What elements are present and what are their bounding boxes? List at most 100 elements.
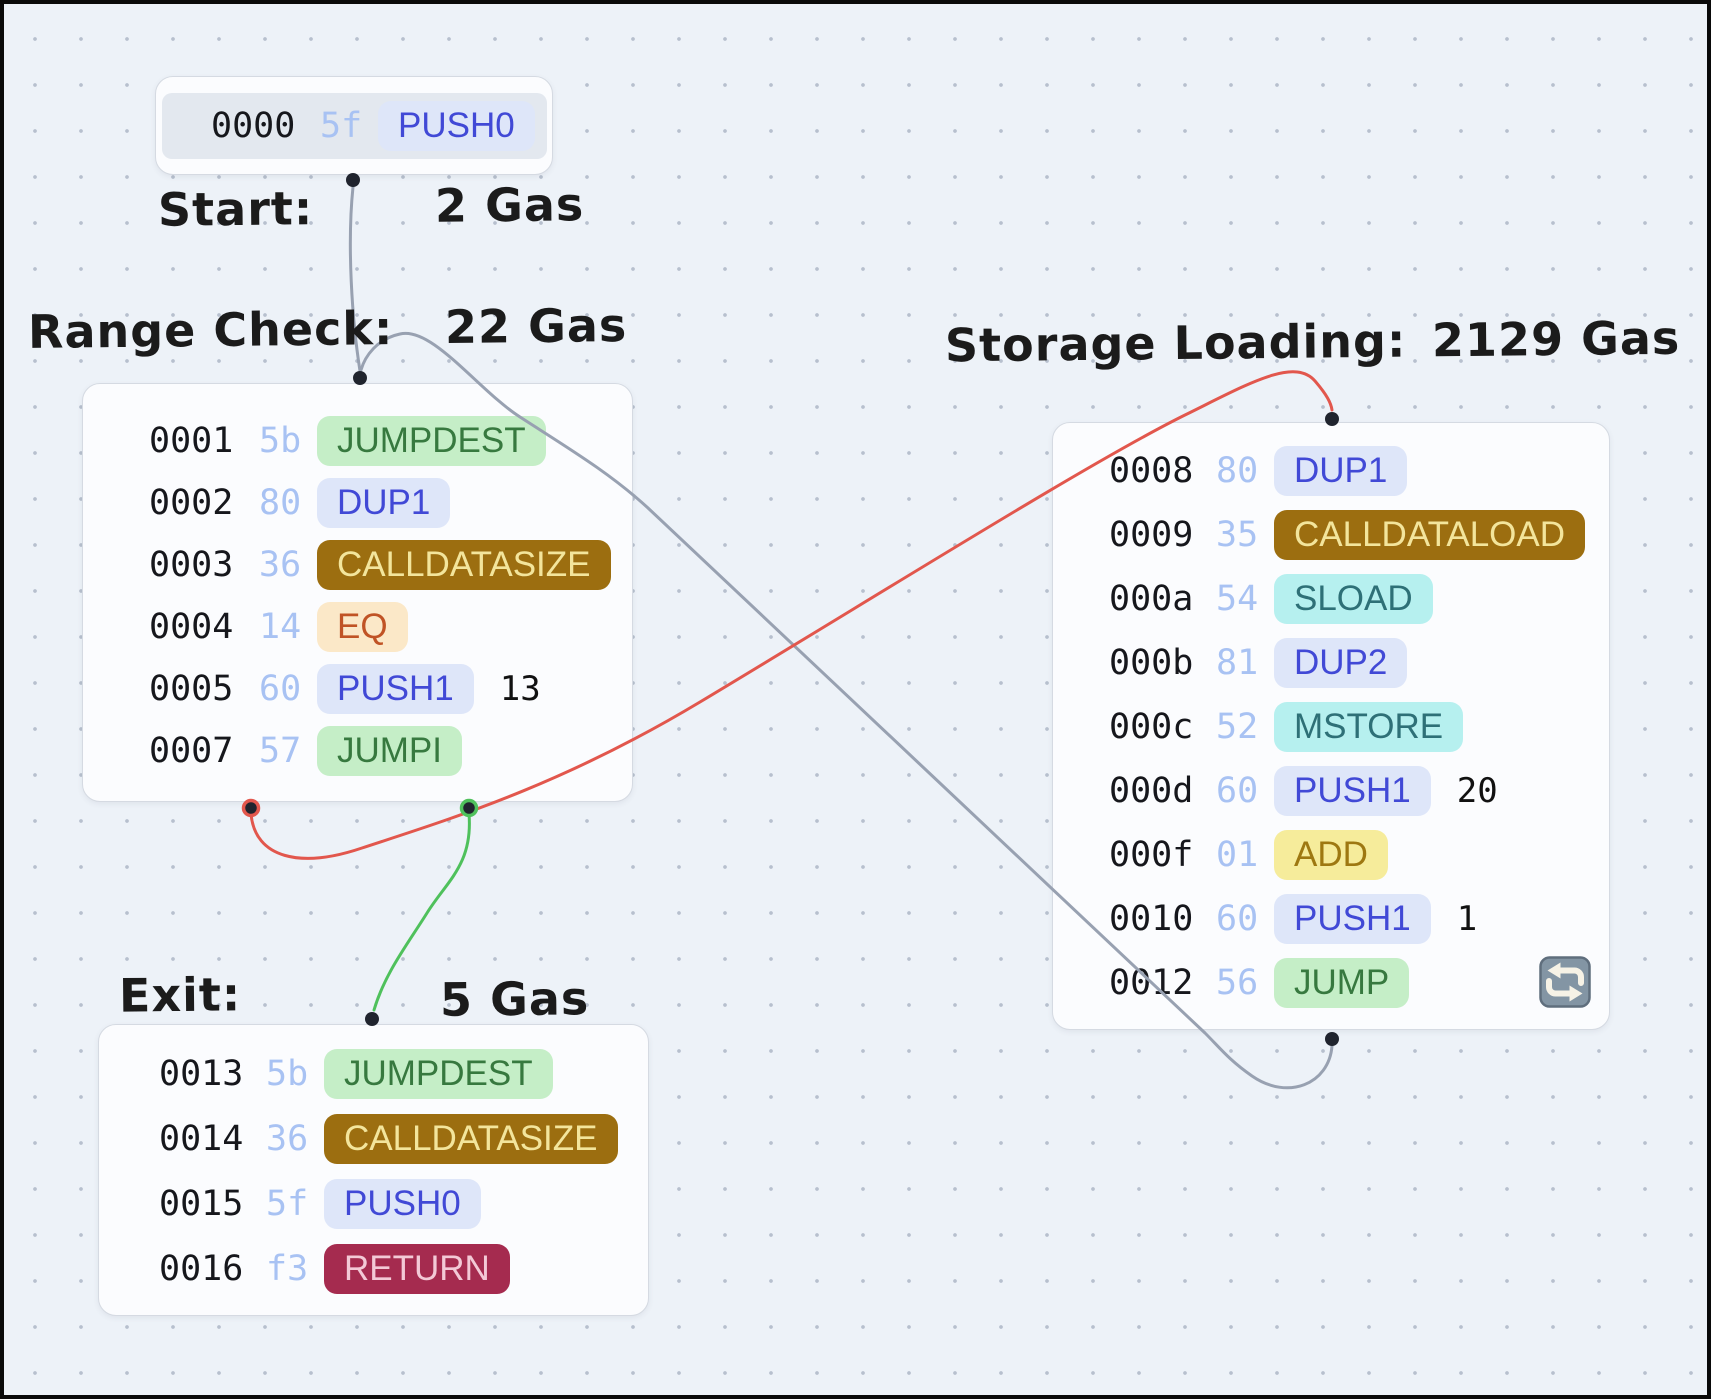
edge-start-to-range-check[interactable] <box>348 185 362 373</box>
opcode-row[interactable]: 0004 14 EQ <box>149 596 632 658</box>
opcode-address: 0010 <box>1109 899 1194 939</box>
opcode-address: 0002 <box>149 483 234 523</box>
edge-range-check-to-exit[interactable] <box>372 812 471 1012</box>
opcode-pill: JUMPDEST <box>324 1048 553 1099</box>
opcode-pill: DUP2 <box>1274 638 1408 688</box>
opcode-row[interactable]: 0007 57 JUMPI <box>149 720 632 782</box>
opcode-bytecode: 14 <box>259 607 302 647</box>
opcode-address: 000c <box>1109 707 1194 747</box>
opcode-address: 0009 <box>1109 515 1194 555</box>
opcode-bytecode: 35 <box>1216 515 1259 555</box>
opcode-row-selected[interactable]: 0000 5f PUSH0 <box>162 93 547 159</box>
opcode-bytecode: 5b <box>259 421 302 461</box>
opcode-bytecode: 5f <box>320 106 363 146</box>
annotation-exit-label[interactable]: Exit: <box>118 967 242 1023</box>
opcode-address: 0015 <box>159 1183 244 1224</box>
opcode-bytecode: 80 <box>259 483 302 523</box>
opcode-row[interactable]: 0003 36 CALLDATASIZE <box>149 534 632 596</box>
opcode-pill: DUP1 <box>317 478 451 528</box>
opcode-address: 000d <box>1109 771 1194 811</box>
opcode-operand: 1 <box>1456 899 1478 939</box>
opcode-row[interactable]: 000d 60 PUSH1 20 <box>1109 759 1609 823</box>
opcode-row[interactable]: 000a 54 SLOAD <box>1109 567 1609 631</box>
opcode-bytecode: 81 <box>1216 643 1259 683</box>
edge-storage-loop-to-range-check[interactable] <box>359 331 1334 1090</box>
repeat-icon <box>1539 956 1591 1008</box>
opcode-row[interactable]: 000f 01 ADD <box>1109 823 1609 887</box>
opcode-bytecode: 52 <box>1216 707 1259 747</box>
opcode-pill: DUP1 <box>1274 446 1408 496</box>
opcode-bytecode: 01 <box>1216 835 1259 875</box>
annotation-exit-gas[interactable]: 5 Gas <box>439 971 590 1027</box>
opcode-address: 0001 <box>149 421 234 461</box>
opcode-address: 000f <box>1109 835 1194 875</box>
annotation-start-gas[interactable]: 2 Gas <box>434 177 585 233</box>
opcode-bytecode: 80 <box>1216 451 1259 491</box>
opcode-row[interactable]: 0009 35 CALLDATALOAD <box>1109 503 1609 567</box>
opcode-pill: PUSH1 <box>317 664 474 714</box>
opcode-row[interactable]: 000c 52 MSTORE <box>1109 695 1609 759</box>
opcode-operand: 20 <box>1456 771 1498 811</box>
opcode-pill: PUSH1 <box>1274 894 1431 944</box>
annotation-storage-loading-gas[interactable]: 2129 Gas <box>1431 310 1681 368</box>
opcode-pill: PUSH1 <box>1274 766 1431 816</box>
opcode-bytecode: 60 <box>1216 899 1259 939</box>
edge-range-check-to-storage[interactable] <box>249 370 1334 860</box>
opcode-pill: RETURN <box>324 1243 510 1294</box>
opcode-bytecode: 36 <box>259 545 302 585</box>
opcode-row[interactable]: 0016 f3 RETURN <box>159 1236 648 1301</box>
opcode-address: 0016 <box>159 1248 244 1289</box>
opcode-address: 0000 <box>211 106 296 146</box>
basic-block-start[interactable]: 0000 5f PUSH0 <box>155 76 553 175</box>
opcode-row[interactable]: 0015 5f PUSH0 <box>159 1171 648 1236</box>
opcode-pill: JUMP <box>1274 958 1410 1008</box>
annotation-storage-loading-label[interactable]: Storage Loading: <box>944 313 1407 373</box>
opcode-pill: MSTORE <box>1274 702 1464 752</box>
opcode-address: 0007 <box>149 731 234 771</box>
connection-dot-start-bottom[interactable] <box>346 173 360 187</box>
opcode-address: 0004 <box>149 607 234 647</box>
opcode-bytecode: 5f <box>266 1183 309 1224</box>
opcode-bytecode: 36 <box>266 1118 309 1159</box>
opcode-address: 000b <box>1109 643 1194 683</box>
annotation-start-label[interactable]: Start: <box>157 181 314 237</box>
opcode-pill: CALLDATALOAD <box>1274 510 1586 560</box>
basic-block-storage-loading[interactable]: 0008 80 DUP1 0009 35 CALLDATALOAD 000a 5… <box>1052 422 1610 1030</box>
opcode-bytecode: 56 <box>1216 963 1259 1003</box>
opcode-pill: ADD <box>1274 830 1388 880</box>
opcode-pill: PUSH0 <box>324 1178 481 1229</box>
opcode-row[interactable]: 0010 60 PUSH1 1 <box>1109 887 1609 951</box>
opcode-row[interactable]: 000b 81 DUP2 <box>1109 631 1609 695</box>
annotation-range-check-label[interactable]: Range Check: <box>27 301 394 359</box>
connection-dot-storage-bottom[interactable] <box>1325 1032 1339 1046</box>
opcode-pill: EQ <box>317 602 408 652</box>
opcode-bytecode: 54 <box>1216 579 1259 619</box>
opcode-pill: PUSH0 <box>378 101 535 151</box>
opcode-address: 0003 <box>149 545 234 585</box>
opcode-address: 0013 <box>159 1053 244 1094</box>
opcode-pill: JUMPI <box>317 726 462 776</box>
opcode-row[interactable]: 0014 36 CALLDATASIZE <box>159 1106 648 1171</box>
opcode-row[interactable]: 0013 5b JUMPDEST <box>159 1041 648 1106</box>
basic-block-exit[interactable]: 0013 5b JUMPDEST 0014 36 CALLDATASIZE 00… <box>98 1024 649 1316</box>
opcode-pill: CALLDATASIZE <box>317 540 611 590</box>
opcode-bytecode: 60 <box>1216 771 1259 811</box>
opcode-row[interactable]: 0008 80 DUP1 <box>1109 439 1609 503</box>
opcode-bytecode: f3 <box>266 1248 309 1289</box>
basic-block-range-check[interactable]: 0001 5b JUMPDEST 0002 80 DUP1 0003 36 CA… <box>82 383 633 802</box>
annotation-range-check-gas[interactable]: 22 Gas <box>444 298 628 354</box>
opcode-address: 0008 <box>1109 451 1194 491</box>
opcode-pill: SLOAD <box>1274 574 1433 624</box>
opcode-bytecode: 5b <box>266 1053 309 1094</box>
opcode-pill: CALLDATASIZE <box>324 1113 618 1164</box>
opcode-operand: 13 <box>499 669 541 709</box>
opcode-address: 0005 <box>149 669 234 709</box>
opcode-bytecode: 60 <box>259 669 302 709</box>
opcode-address: 000a <box>1109 579 1194 619</box>
opcode-row[interactable]: 0012 56 JUMP <box>1109 951 1609 1015</box>
opcode-row[interactable]: 0005 60 PUSH1 13 <box>149 658 632 720</box>
opcode-address: 0014 <box>159 1118 244 1159</box>
opcode-row[interactable]: 0002 80 DUP1 <box>149 472 632 534</box>
opcode-row[interactable]: 0001 5b JUMPDEST <box>149 410 632 472</box>
